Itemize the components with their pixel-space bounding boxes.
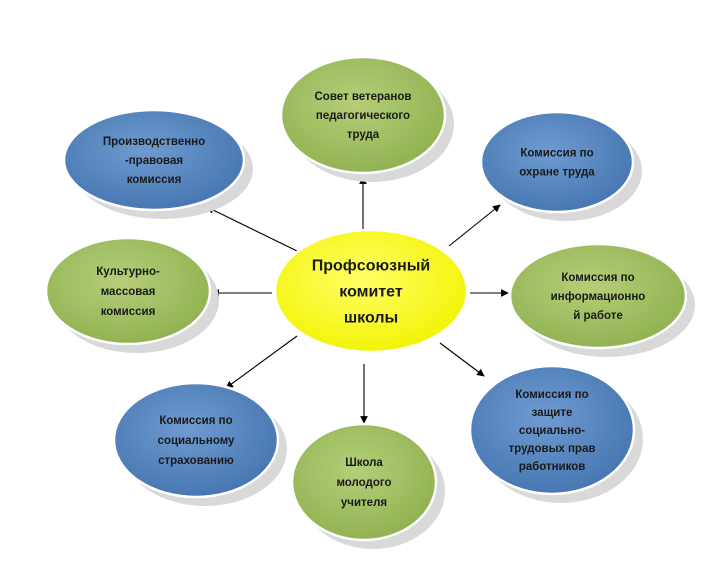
node-ellipse — [508, 242, 688, 350]
node-label-line: Школа — [345, 457, 383, 469]
center-label-line: школы — [344, 310, 398, 327]
node-label-line: Комиссия по — [520, 148, 593, 160]
node-veterans: Совет ветеранов педагогического труда — [279, 55, 454, 182]
node-label-line: Комиссия по — [515, 389, 588, 401]
node-label-line: страхованию — [158, 455, 234, 467]
node-label-line: труда — [347, 129, 380, 141]
node-ellipse — [468, 364, 636, 496]
node-young-teacher: Школа молодого учителя — [290, 422, 445, 549]
node-label-line: защите — [532, 407, 573, 419]
node-label-line: охране труда — [519, 167, 595, 179]
node-rights-protection: Комиссия по защите социально-трудовых прав… — [468, 364, 643, 503]
node-label-line: Комиссия по — [159, 415, 232, 427]
node-label-line: учителя — [341, 497, 387, 509]
node-info-work: Комиссия по информационно й работе — [508, 242, 695, 357]
node-label-line: социальному — [158, 435, 236, 447]
node-label-line: трудовых прав — [509, 443, 596, 455]
center-node: Профсоюзный комитет школы — [273, 228, 469, 354]
node-ellipse — [290, 422, 438, 542]
node-label-line: й работе — [573, 310, 623, 322]
arrow-to-production-legal — [206, 206, 298, 252]
node-label-line: информационно — [551, 291, 646, 303]
node-label-line: массовая — [101, 286, 156, 298]
node-social-insurance: Комиссия по социальному страхованию — [112, 381, 287, 506]
node-ellipse — [44, 236, 212, 346]
node-label-line: социально- — [519, 425, 585, 437]
node-label-line: педагогического — [316, 110, 410, 122]
node-ellipse — [112, 381, 280, 499]
center-label-line: комитет — [339, 284, 403, 301]
node-cultural: Культурно-массовая комиссия — [44, 236, 219, 353]
node-labor-protection: Комиссия по охране труда — [479, 110, 642, 221]
center-ellipse — [273, 228, 469, 354]
connector-arrows — [206, 176, 509, 424]
node-ellipse — [279, 55, 447, 175]
node-label-line: Совет ветеранов — [315, 91, 412, 103]
commission-nodes: Совет ветерановпедагогическоготрудаКомис… — [44, 55, 695, 549]
node-label-line: молодого — [336, 477, 391, 489]
node-label-line: Производственно — [103, 136, 205, 148]
node-ellipse — [479, 110, 635, 214]
node-label-line: Комиссия по — [561, 272, 634, 284]
node-production-legal: Производственно -правовая комиссия — [62, 108, 253, 219]
node-label-line: Культурно- — [96, 266, 160, 278]
node-ellipse — [62, 108, 246, 212]
node-label-line: -правовая — [125, 155, 183, 167]
center-label-line: Профсоюзный — [312, 258, 431, 275]
node-label-line: комиссия — [127, 174, 182, 186]
arrow-to-social-insurance — [225, 335, 298, 389]
node-label-line: работников — [519, 461, 586, 473]
arrow-to-rights-protection — [439, 342, 485, 377]
node-label-line: комиссия — [101, 306, 156, 318]
arrow-to-labor-protection — [448, 204, 501, 247]
